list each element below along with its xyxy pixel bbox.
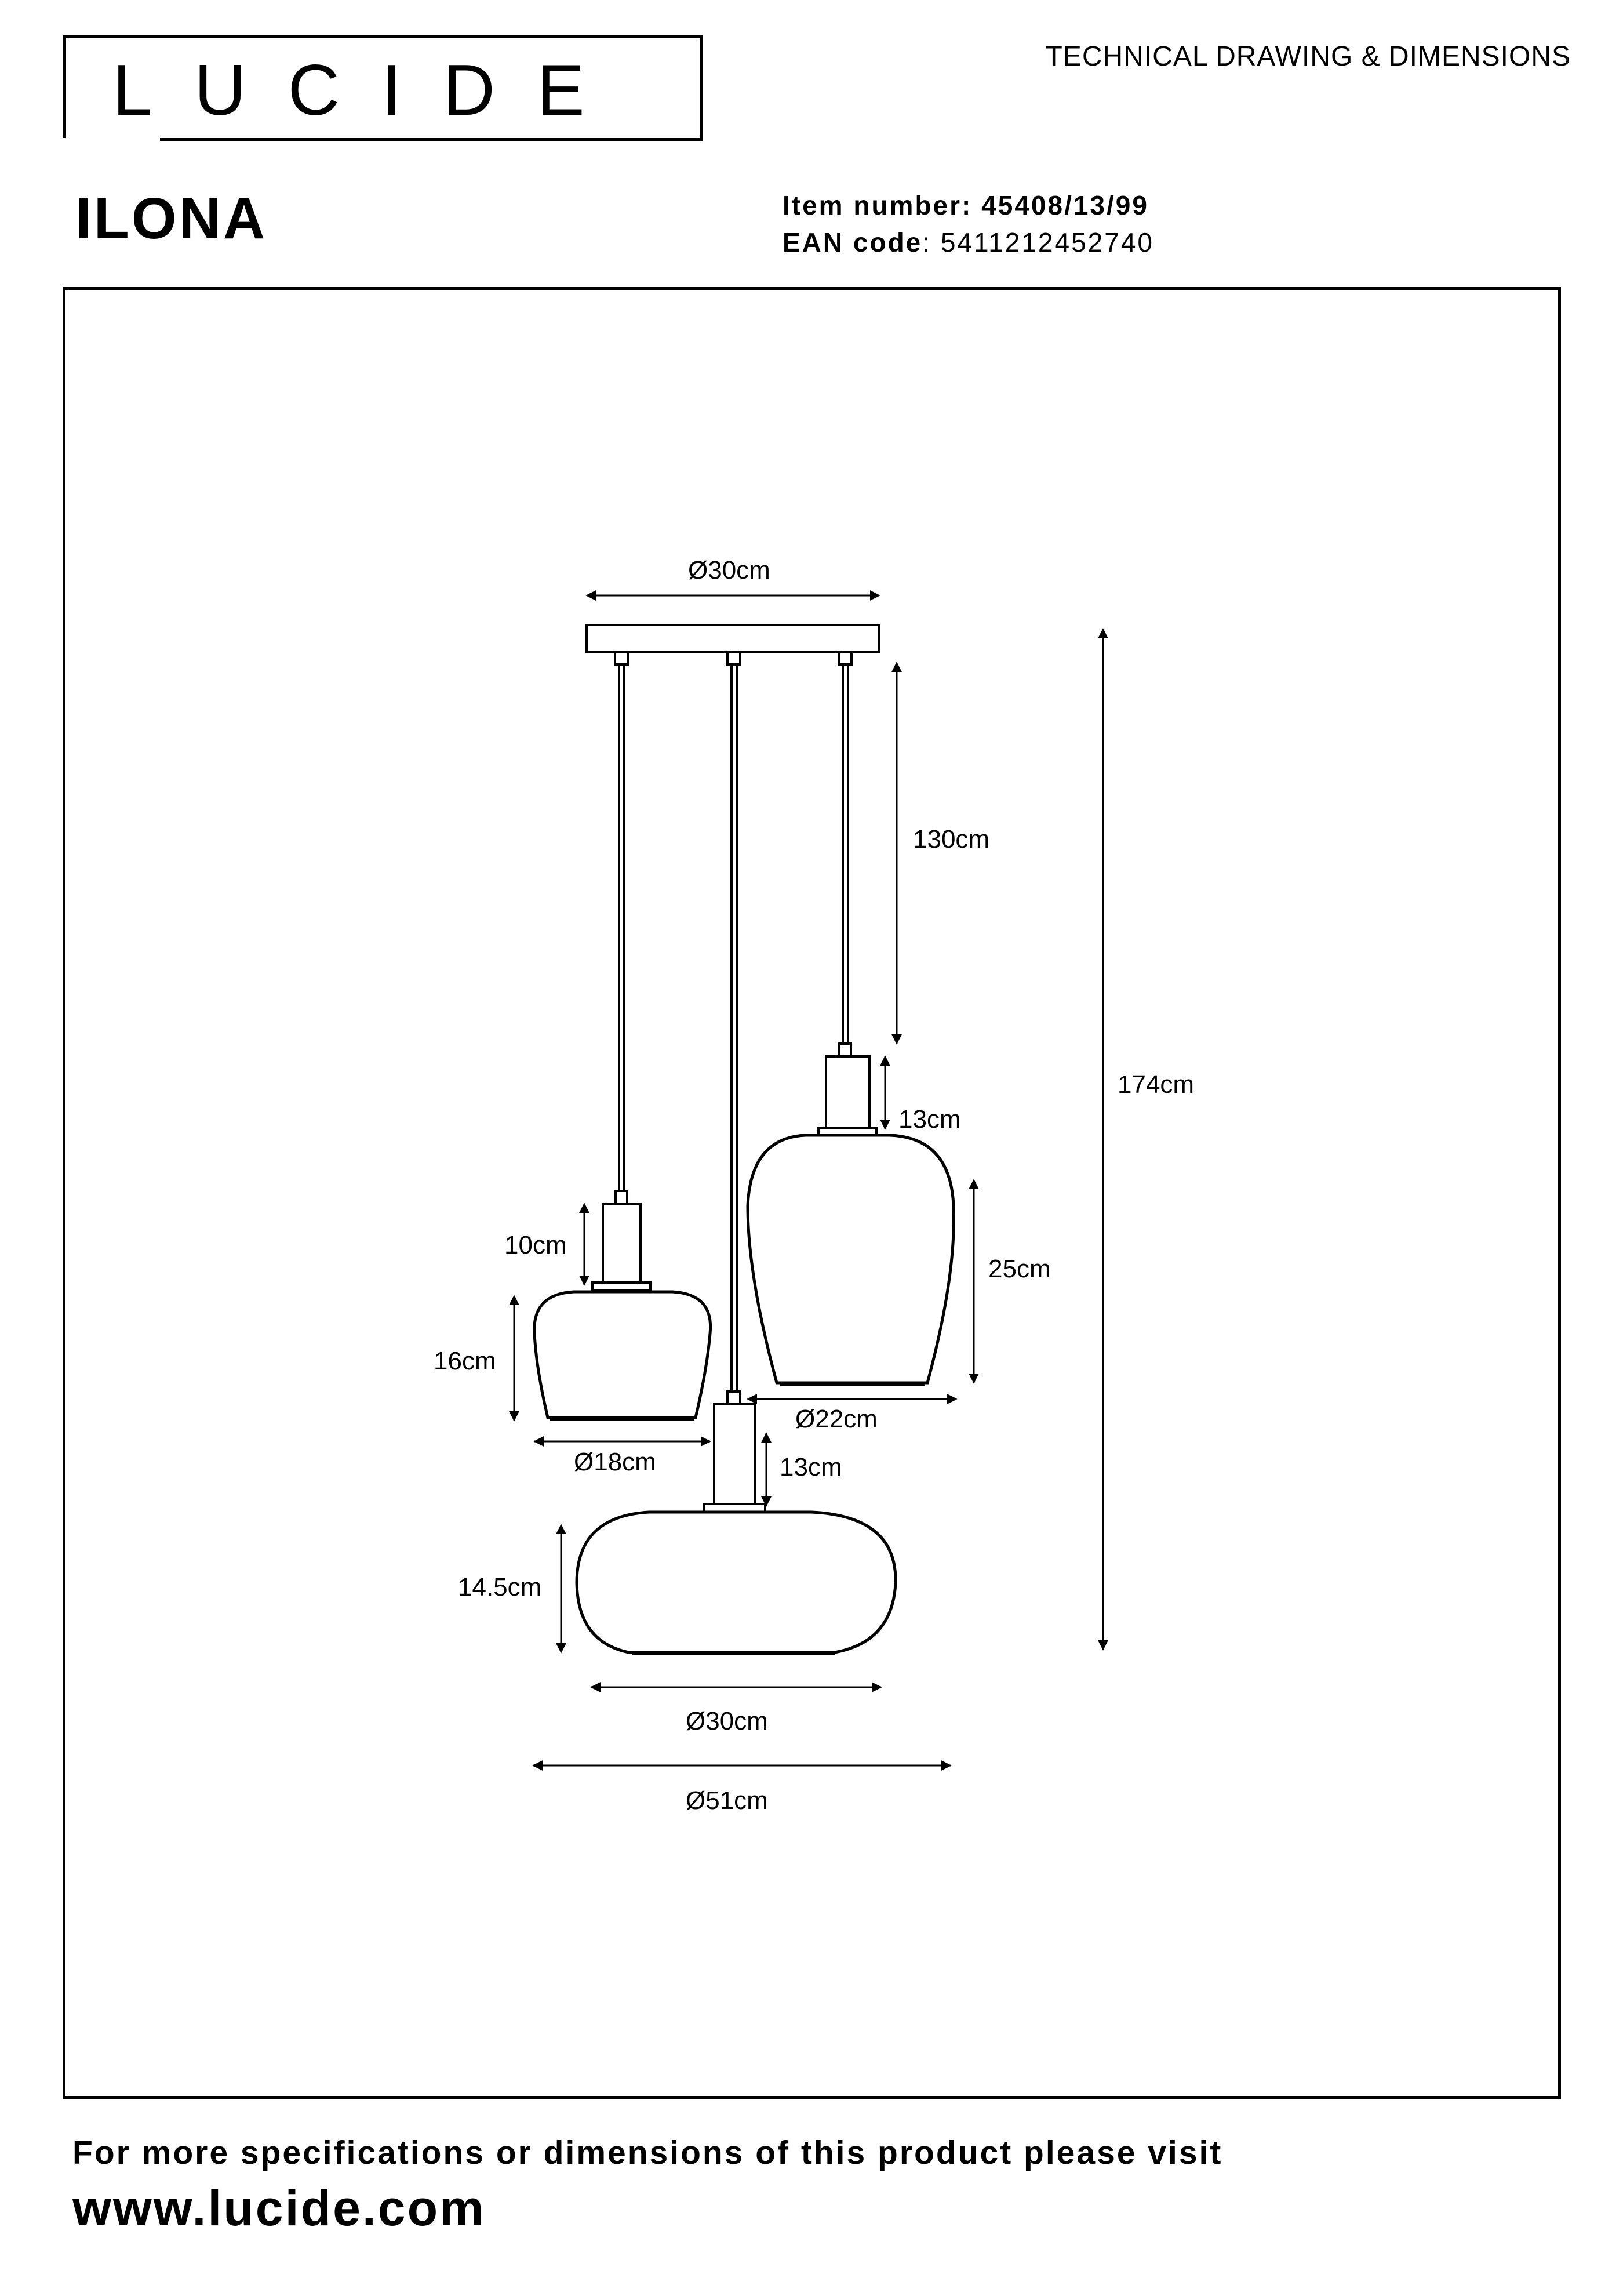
- holder-collar-small: [591, 1281, 652, 1292]
- cord-left: [618, 664, 625, 1191]
- footer-note: For more specifications or dimensions of…: [72, 2134, 1223, 2171]
- cord-connector-center: [726, 651, 741, 666]
- dim-label-large-holder-height: 13cm: [780, 1453, 842, 1481]
- dim-label-large-shade-height: 14.5cm: [458, 1573, 541, 1601]
- dim-label-medium-shade-height: 25cm: [988, 1255, 1051, 1283]
- dim-label-total-height: 174cm: [1118, 1070, 1194, 1099]
- holder-top-cap-medium: [838, 1042, 852, 1058]
- lamp-shade-medium: [746, 1134, 955, 1385]
- document-type: TECHNICAL DRAWING & DIMENSIONS: [1045, 41, 1571, 72]
- lamp-holder-small: [602, 1203, 642, 1286]
- dim-label-medium-shade-diameter: Ø22cm: [795, 1405, 878, 1433]
- ean-code-value: 5411212452740: [940, 227, 1154, 257]
- brand-logo-text: LUCIDE: [112, 50, 627, 130]
- product-name: ILONA: [75, 186, 268, 251]
- cord-center: [730, 664, 738, 1392]
- dim-label-cord-length: 130cm: [913, 825, 989, 853]
- dim-label-small-shade-height: 16cm: [434, 1347, 496, 1375]
- product-meta: Item number: 45408/13/99 EAN code: 54112…: [783, 187, 1154, 261]
- dim-label-canopy-diameter: Ø30cm: [688, 556, 770, 584]
- ean-code-row: EAN code: 5411212452740: [783, 227, 1154, 257]
- cord-right: [842, 664, 849, 1044]
- footer-website-link[interactable]: www.lucide.com: [72, 2181, 486, 2236]
- lamp-holder-large: [713, 1403, 756, 1507]
- cord-connector-right: [838, 651, 853, 666]
- cord-connector-left: [614, 651, 629, 666]
- item-number-value: 45408/13/99: [981, 190, 1149, 220]
- dim-label-overall-diameter: Ø51cm: [686, 1786, 768, 1815]
- holder-top-cap-large: [726, 1390, 741, 1405]
- dim-label-medium-holder-height: 13cm: [898, 1105, 961, 1134]
- lamp-holder-medium: [825, 1055, 871, 1130]
- lamp-shade-large: [575, 1510, 897, 1654]
- dim-label-small-shade-diameter: Ø18cm: [574, 1448, 656, 1476]
- ean-code-label: EAN code: [783, 227, 923, 257]
- item-number-row: Item number: 45408/13/99: [783, 187, 1154, 224]
- holder-top-cap-small: [614, 1190, 628, 1205]
- dim-label-large-shade-diameter: Ø30cm: [686, 1707, 768, 1735]
- item-number-label: Item number:: [783, 190, 973, 220]
- dim-label-small-holder-height: 10cm: [504, 1231, 567, 1259]
- drawing-frame: [63, 287, 1561, 2099]
- ceiling-canopy: [585, 624, 880, 653]
- lamp-shade-small: [533, 1290, 712, 1419]
- brand-logo: LUCIDE: [63, 35, 703, 141]
